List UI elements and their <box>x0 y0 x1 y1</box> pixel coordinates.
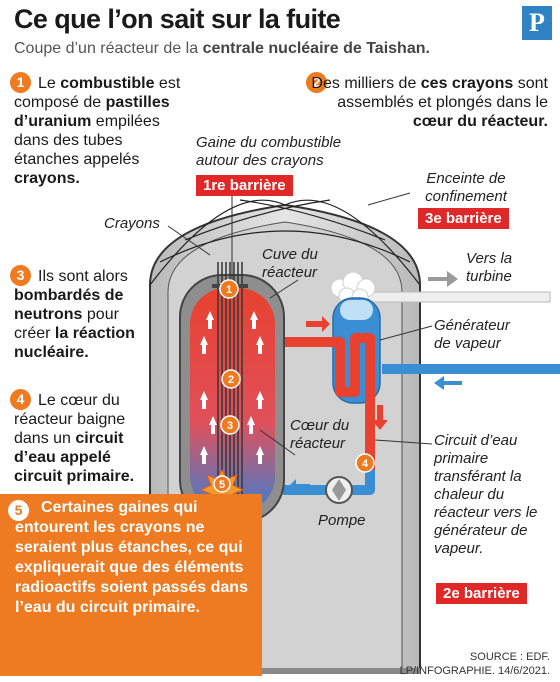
marker-1-num: 1 <box>226 284 232 296</box>
step-3-part: pour créer <box>14 306 119 342</box>
feedwater-pipe <box>382 364 560 374</box>
badge-barriere-3: 3e barrière <box>418 208 509 229</box>
step-1-bold: combustible <box>60 75 155 92</box>
leader-lines <box>167 192 433 456</box>
primary-circuit <box>283 333 375 495</box>
step-1-bold: pastilles d’uranium <box>14 94 170 130</box>
subtitle-bold: centrale nucléaire de Taishan. <box>202 40 430 57</box>
turbine-arrow <box>428 271 458 287</box>
step-5-text: Certaines gaines qui entourent les crayo… <box>15 499 248 616</box>
marker-5: 5 <box>213 475 231 493</box>
step-2-bold: cœur du réacteur. <box>412 113 548 130</box>
marker-3-num: 3 <box>227 420 233 432</box>
step-2-part: sont assemblés et plongés dans le <box>337 75 548 111</box>
step-3-text: Ils sont alors bombardés de neutrons pou… <box>14 267 144 362</box>
step-1-number: 1 <box>10 72 31 93</box>
label-pompe: Pompe <box>318 512 366 529</box>
leak-explanation-box: Certaines gaines qui entourent les crayo… <box>0 494 262 676</box>
subtitle: Coupe d’un réacteur de la centrale nuclé… <box>14 40 430 58</box>
containment-floor <box>150 668 420 674</box>
page-title: Ce que l’on sait sur la fuite <box>14 4 341 34</box>
step-1-bold: crayons. <box>14 170 80 187</box>
step-1-part: est composé de <box>14 75 181 111</box>
label-circuit: Circuit d’eau primaire transférant la ch… <box>434 432 538 557</box>
step-1-text: Le combustible est composé de pastilles … <box>14 74 184 188</box>
badge-barriere-2: 2e barrière <box>436 583 527 604</box>
marker-4-num: 4 <box>362 458 369 470</box>
label-cuve: Cuve du réacteur <box>262 246 318 281</box>
step-3-bold: bombardés de neutrons <box>14 287 124 323</box>
marker-2: 2 <box>221 369 241 389</box>
reactor-core <box>190 288 275 512</box>
label-crayons: Crayons <box>104 215 160 232</box>
label-vers-turbine: Vers la turbine <box>466 250 513 285</box>
marker-2-num: 2 <box>228 374 234 386</box>
publisher-logo: P <box>522 6 552 40</box>
step-4-number: 4 <box>10 389 31 410</box>
source-line-2: LP/INFOGRAPHIE. 14/6/2021. <box>399 665 550 677</box>
hot-flow-arrow <box>306 316 330 332</box>
step-1-part: Le <box>38 75 61 92</box>
marker-1: 1 <box>219 279 239 299</box>
badge-barriere-1: 1re barrière <box>196 175 293 196</box>
step-2-number: 2 <box>306 72 327 93</box>
down-flow-arrow <box>372 405 388 430</box>
step-3-number: 3 <box>10 265 31 286</box>
source-line-1: SOURCE : EDF. <box>469 651 550 663</box>
marker-3: 3 <box>220 415 240 435</box>
step-1-part: empilées dans des tubes étanches appelés <box>14 113 160 168</box>
label-enceinte: Enceinte de confinement <box>425 170 507 205</box>
step-2-text: Des milliers de ces crayons sont assembl… <box>300 74 548 131</box>
step-2-part: Des milliers de <box>311 75 421 92</box>
subtitle-prefix: Coupe d’un réacteur de la <box>14 40 203 57</box>
step-5-number: 5 <box>8 500 29 521</box>
label-gaine: Gaine du combustible autour des crayons <box>196 134 342 169</box>
marker-4: 4 <box>355 453 375 473</box>
dome-cables <box>149 199 421 286</box>
feedwater-arrow <box>434 376 462 390</box>
step-4-text: Le cœur du réacteur baigne dans un circu… <box>14 391 154 486</box>
cold-flow-arrow <box>288 479 310 495</box>
step-3-part: Ils sont alors <box>38 268 128 285</box>
marker-5-num: 5 <box>219 479 225 491</box>
steam-pipe <box>359 291 551 303</box>
step-2-bold: ces crayons <box>420 75 514 92</box>
label-coeur: Cœur du réacteur <box>290 417 350 452</box>
label-generateur: Générateur de vapeur <box>434 317 510 352</box>
step-4-part: Le cœur du réacteur baigne dans un <box>14 392 126 447</box>
step-3-bold: la réaction nucléaire. <box>14 325 135 361</box>
step-4-bold: circuit d’eau appelé circuit primaire. <box>14 430 135 485</box>
heat-arrows <box>200 311 264 464</box>
